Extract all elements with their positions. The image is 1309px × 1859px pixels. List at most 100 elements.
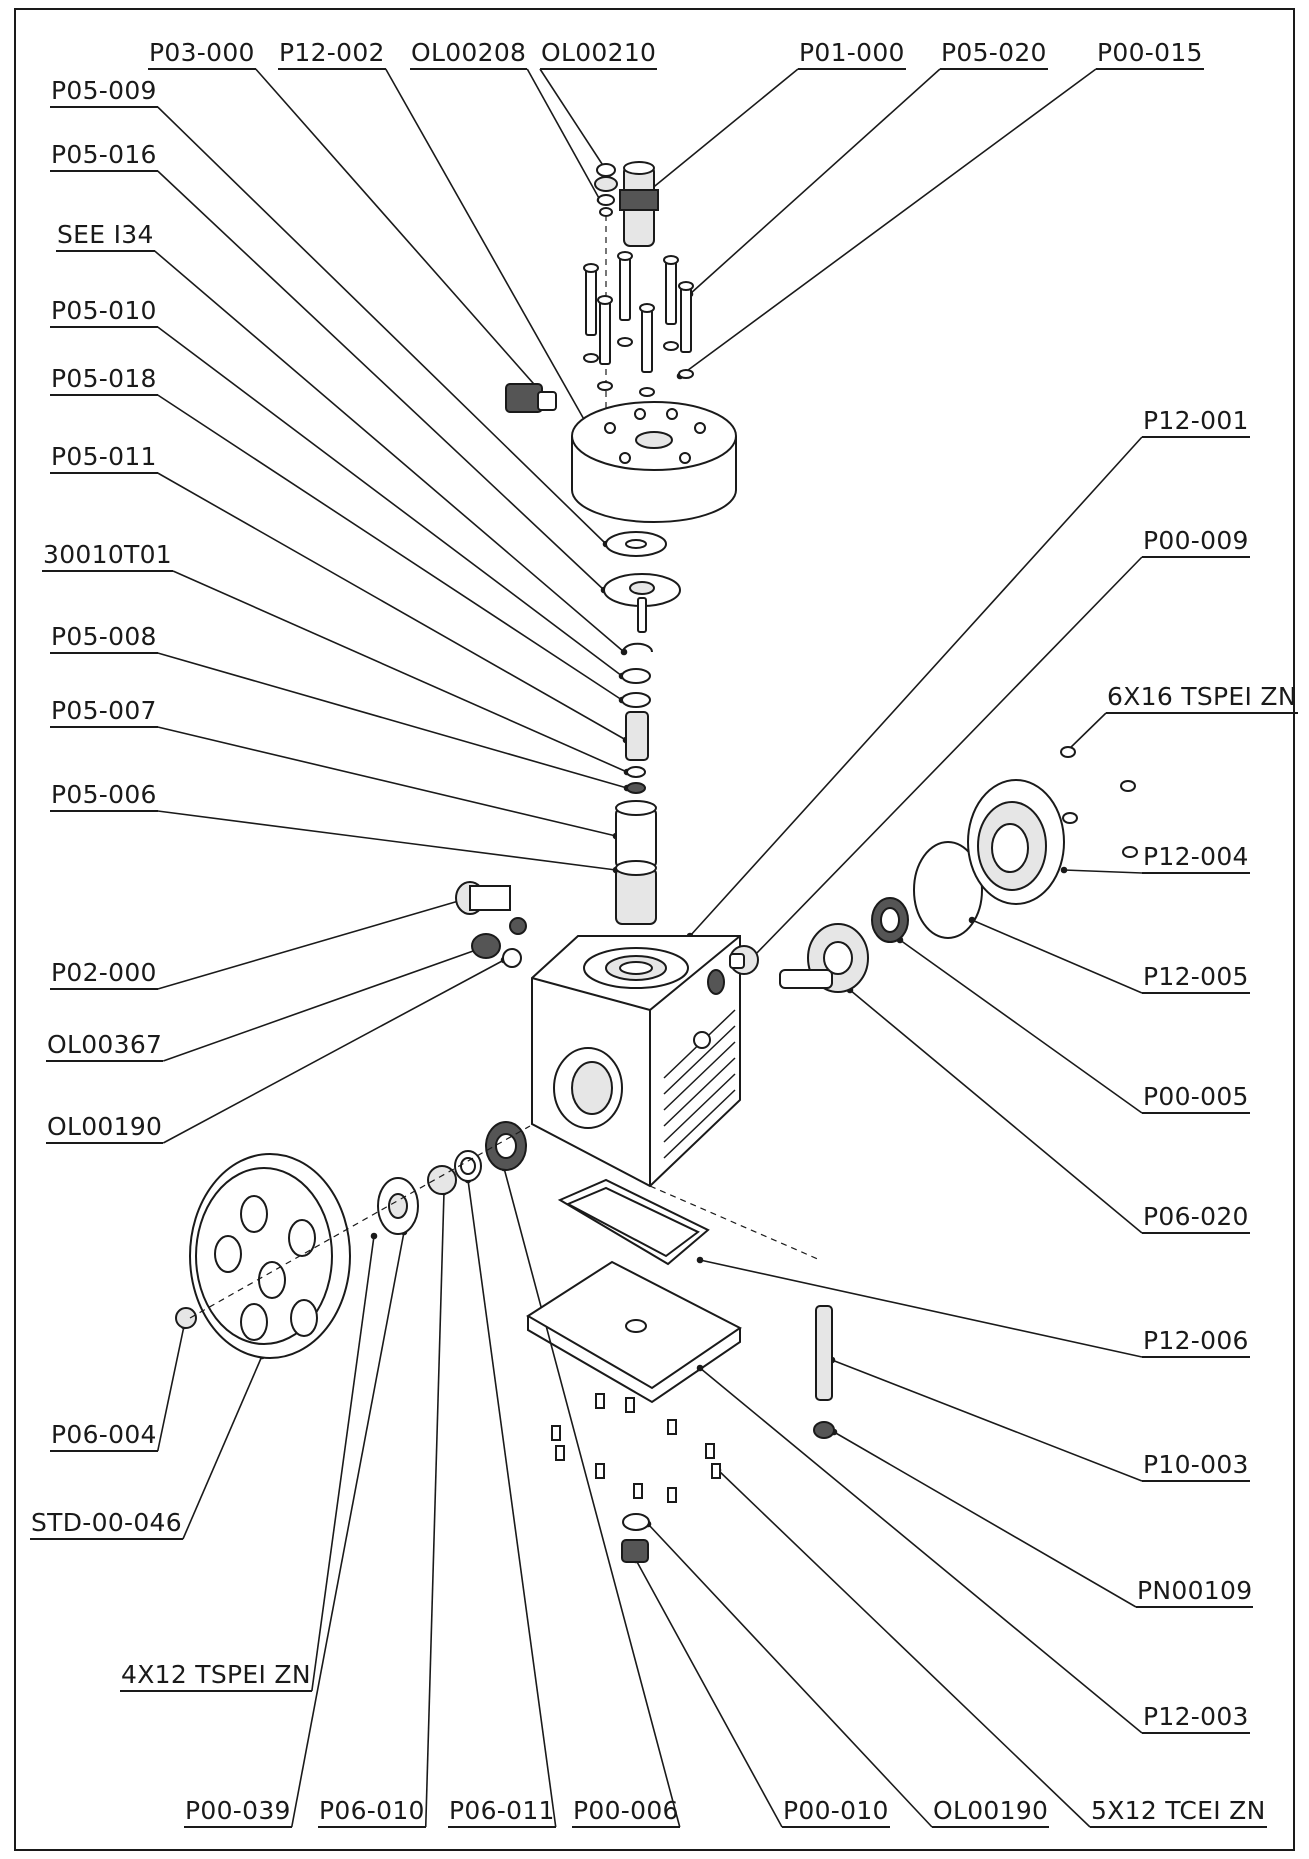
callout-p12-001: P12-001	[1142, 406, 1250, 438]
callout-p05-008: P05-008	[50, 622, 158, 654]
side-fitting-part	[505, 383, 557, 413]
leader-l_OL00367	[162, 949, 477, 1062]
leader-l_P12_006	[699, 1259, 1143, 1358]
callout-p06-011: P06-011	[448, 1796, 556, 1828]
right-bearing-part	[871, 897, 909, 943]
callout-p12-006: P12-006	[1142, 1326, 1250, 1358]
callout-p03-000: P03-000	[148, 38, 256, 70]
top-cap-part	[571, 401, 737, 523]
callout-p01-000: P01-000	[798, 38, 906, 70]
callout-p00-006: P00-006	[572, 1796, 680, 1828]
leader-l_P00_006	[503, 1167, 681, 1828]
leader-l_P12_005	[971, 919, 1143, 994]
callout-see-i34: SEE I34	[56, 220, 155, 252]
leader-l_4X12	[311, 1235, 375, 1692]
callout-p05-018: P05-018	[50, 364, 158, 396]
leader-l_P05_006	[157, 810, 617, 871]
callout-p12-003: P12-003	[1142, 1702, 1250, 1734]
bottom-plate-part	[526, 1260, 742, 1404]
right-plug-part	[729, 945, 759, 975]
leader-l_P05_009	[157, 106, 607, 545]
callout-5x12-tcei-zn: 5X12 TCEI ZN	[1090, 1796, 1267, 1828]
callout-30010t01: 30010T01	[42, 540, 174, 572]
leader-l_P01_000	[649, 68, 799, 191]
left-bearing-stack	[427, 1121, 527, 1195]
callout-ol00190-left: OL00190	[46, 1112, 164, 1144]
callout-p00-039: P00-039	[184, 1796, 292, 1828]
leader-l_P12_003	[699, 1367, 1143, 1734]
callout-p12-002: P12-002	[278, 38, 386, 70]
callout-ol00208: OL00208	[410, 38, 528, 70]
dowel-rod-part	[813, 1305, 835, 1439]
callout-ol00190-bottom: OL00190	[932, 1796, 1050, 1828]
callout-p00-009: P00-009	[1142, 526, 1250, 558]
right-cover-part	[967, 779, 1065, 905]
leader-l_P05_018	[157, 394, 623, 701]
leader-l_P10_003	[831, 1359, 1143, 1482]
callout-ol00210: OL00210	[540, 38, 658, 70]
callout-p00-015: P00-015	[1096, 38, 1204, 70]
leader-l_OL00208	[526, 68, 601, 201]
top-fitting-part	[619, 161, 659, 247]
leader-l_P02_000	[157, 899, 463, 990]
callout-p05-011: P05-011	[50, 442, 158, 474]
valve-stack	[603, 531, 681, 925]
small-fittings	[594, 163, 618, 217]
pulley-part	[189, 1153, 351, 1359]
leader-l_P05_016	[157, 170, 605, 591]
callout-p12-004: P12-004	[1142, 842, 1250, 874]
leader-l_P05_020	[689, 68, 941, 295]
drain-plug-part	[621, 1513, 650, 1563]
leader-l_SEE_I34	[154, 250, 625, 653]
callout-p02-000: P02-000	[50, 958, 158, 990]
callout-p05-010: P05-010	[50, 296, 158, 328]
callout-p05-006: P05-006	[50, 780, 158, 812]
leader-tip-l_P12_004	[1060, 866, 1068, 874]
callout-p06-020: P06-020	[1142, 1202, 1250, 1234]
leader-l_P00_005	[899, 939, 1143, 1114]
callout-p05-016: P05-016	[50, 140, 158, 172]
leader-l_P05_011	[157, 472, 627, 741]
leader-l_6X16	[1065, 712, 1107, 753]
right-o-ring-part	[913, 841, 983, 939]
parts-layer	[175, 161, 1138, 1563]
drawing-border	[14, 8, 1295, 1851]
leader-l_STD_00_046	[182, 1355, 263, 1540]
callout-6x16-tspei-zn: 6X16 TSPEI ZN	[1106, 682, 1298, 714]
right-shaft-part	[779, 923, 869, 993]
leader-lines	[154, 68, 1143, 1828]
cap-bolts	[583, 251, 694, 397]
callout-p05-020: P05-020	[940, 38, 1048, 70]
leader-l_5X12	[717, 1469, 1091, 1828]
leader-l_30010T01	[172, 570, 628, 773]
leader-l_P06_010	[424, 1191, 445, 1828]
callout-p00-005: P00-005	[1142, 1082, 1250, 1114]
leader-l_P06_020	[849, 989, 1143, 1234]
leader-l_P05_007	[157, 726, 617, 837]
callout-std-00-046: STD-00-046	[30, 1508, 183, 1540]
leader-l_P12_001	[689, 436, 1143, 937]
callout-p10-003: P10-003	[1142, 1450, 1250, 1482]
leader-l_P06_011	[467, 1179, 557, 1828]
leader-l_P03_000	[255, 68, 549, 401]
cover-screws	[1060, 746, 1138, 858]
hub-part	[377, 1177, 419, 1235]
leader-l_OL00190_a	[162, 959, 505, 1144]
callout-p05-009: P05-009	[50, 76, 158, 108]
leader-l_P12_004	[1063, 869, 1143, 874]
leader-l_P05_010	[157, 326, 623, 677]
pulley-nut-part	[175, 1307, 197, 1329]
leader-tip-l_4X12	[370, 1232, 378, 1240]
callout-pn00109: PN00109	[1136, 1576, 1254, 1608]
leader-l_OL00210	[539, 68, 607, 171]
leader-l_P12_002	[385, 68, 591, 431]
callout-p12-005: P12-005	[1142, 962, 1250, 994]
pump-housing	[531, 935, 741, 1188]
callout-p06-010: P06-010	[318, 1796, 426, 1828]
callout-p05-007: P05-007	[50, 696, 158, 728]
bottom-gasket-part	[557, 1178, 710, 1266]
callout-4x12-tspei-zn: 4X12 TSPEI ZN	[120, 1660, 312, 1692]
leader-tip-l_P12_006	[696, 1256, 704, 1264]
